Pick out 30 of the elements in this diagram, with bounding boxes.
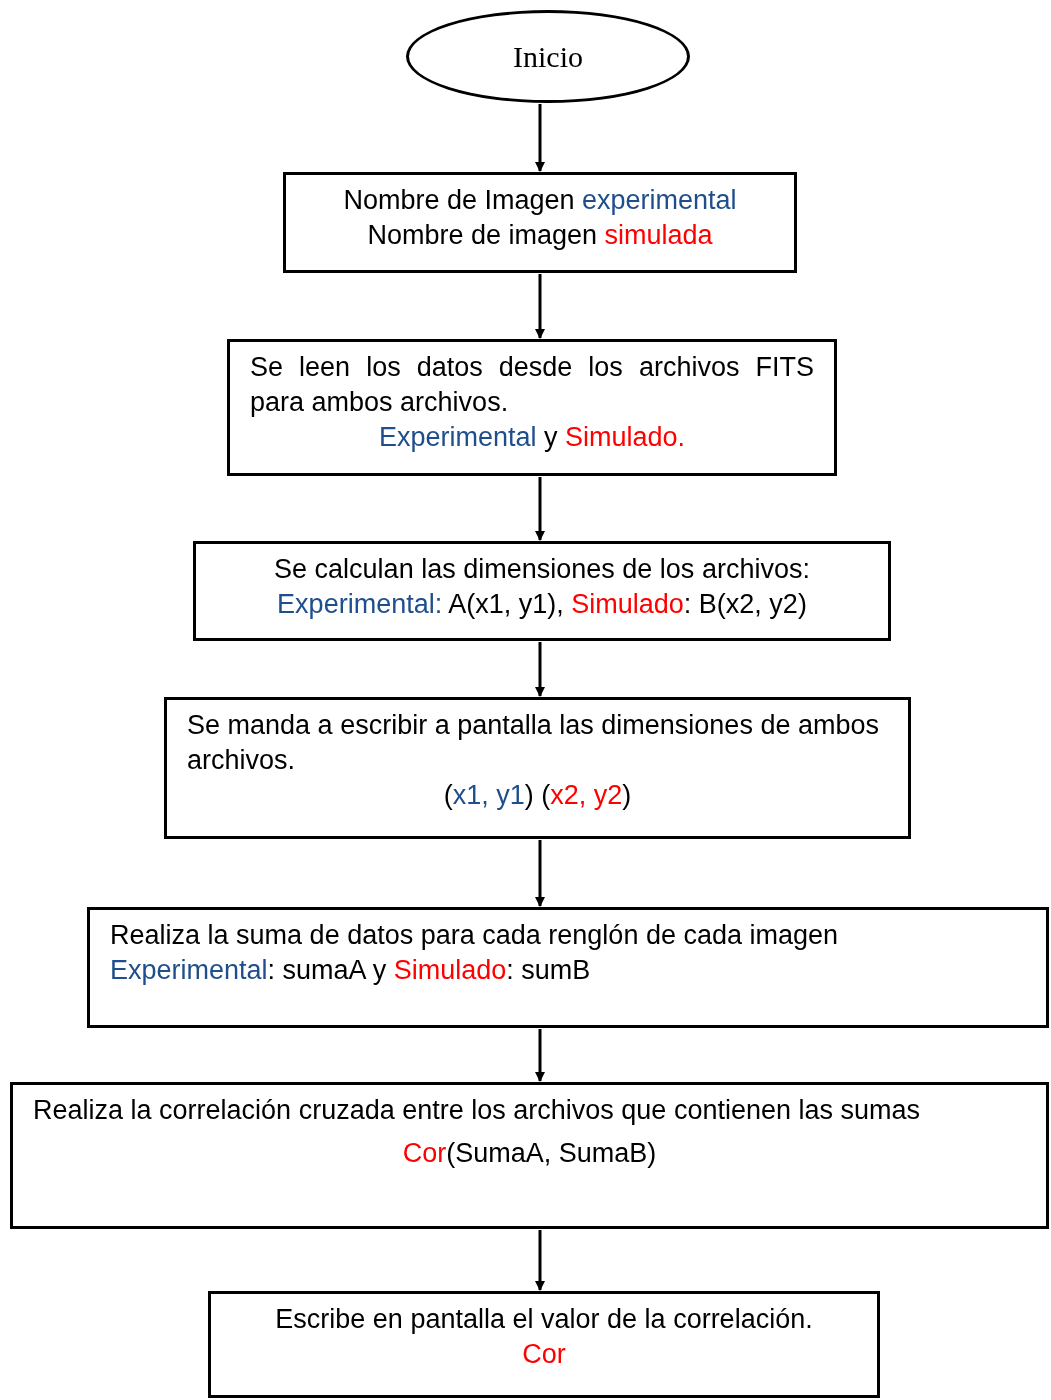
arrow: [535, 1029, 545, 1082]
process-text: Se manda a escribir a pantalla las dimensiones de ambos archivos.: [187, 709, 880, 777]
process-box: [227, 339, 837, 476]
process-box: [283, 172, 797, 273]
process-text: Nombre de imagen simulada: [366, 219, 714, 252]
process-box: [208, 1291, 880, 1398]
process-text: Se calculan las dimensiones de los archivos:: [273, 553, 811, 586]
process-box: [87, 907, 1049, 1028]
process-text: Se leen los datos desde los archivos FITS para ambos archivos.: [250, 351, 814, 419]
process-text: (x1, y1) (x2, y2): [442, 779, 633, 812]
start-ellipse: [406, 10, 690, 103]
process-box: [10, 1082, 1049, 1229]
process-text: Cor(SumaA, SumaB): [401, 1137, 658, 1170]
arrow: [535, 104, 545, 172]
arrow: [535, 477, 545, 541]
process-text: Escribe en pantalla el valor de la correlación.: [274, 1303, 814, 1336]
arrow: [535, 840, 545, 907]
process-text: Realiza la suma de datos para cada renglón de cada imagen: [110, 919, 840, 952]
process-text: Experimental y Simulado.: [377, 421, 687, 454]
process-text: Experimental: sumaA y Simulado: sumB: [110, 954, 592, 987]
process-box: [164, 697, 911, 839]
start-label: Inicio: [513, 38, 583, 75]
arrow: [535, 642, 545, 697]
arrow: [535, 274, 545, 339]
process-text: Cor: [521, 1338, 567, 1371]
process-text: Nombre de Imagen experimental: [342, 184, 738, 217]
process-box: [193, 541, 891, 641]
process-text: Experimental: A(x1, y1), Simulado: B(x2, y2): [276, 588, 808, 621]
process-text: Realiza la correlación cruzada entre los archivos que contienen las sumas: [33, 1094, 922, 1127]
arrow: [535, 1230, 545, 1291]
